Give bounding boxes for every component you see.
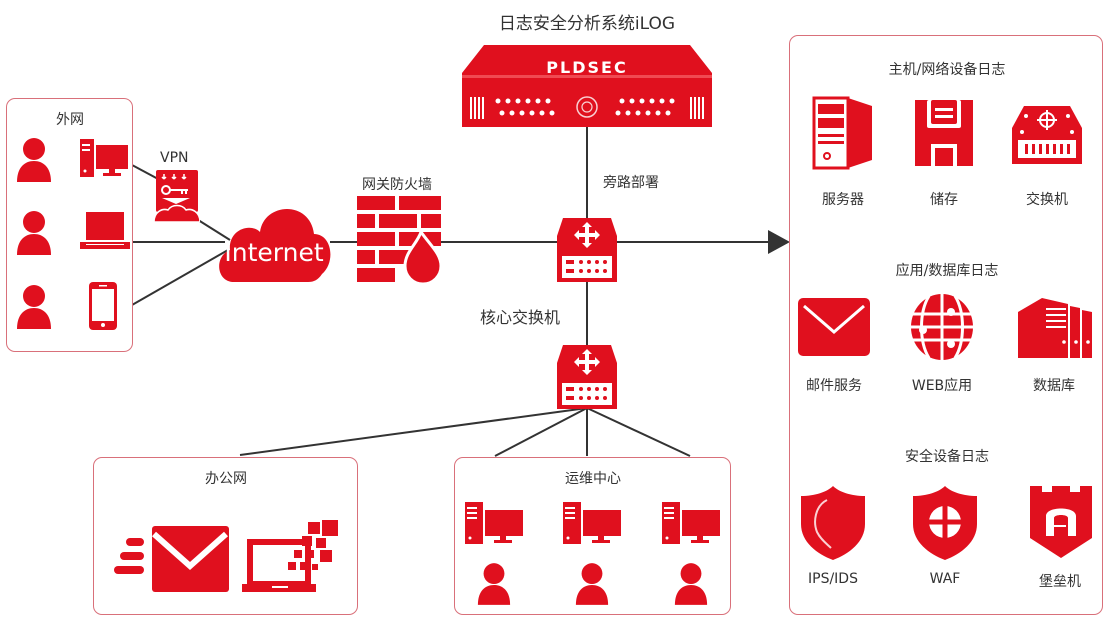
user-icon (17, 211, 51, 255)
desktop-computer-icon (662, 502, 720, 544)
desktop-computer-icon (465, 502, 523, 544)
network-switch-icon (557, 218, 617, 282)
item-label-storage: 储存 (930, 192, 958, 208)
log-appliance-icon (462, 45, 712, 127)
line-desktop-vpn (131, 164, 161, 181)
switch-icon (1012, 106, 1082, 164)
vpn-label: VPN (160, 150, 189, 166)
firewall-icon (357, 196, 441, 284)
web-globe-icon (911, 294, 973, 360)
desktop-computer-icon (80, 139, 128, 177)
database-icon (1018, 298, 1092, 358)
laptop-icon (80, 212, 130, 249)
line-core-office (239, 407, 588, 456)
waf-shield-icon (913, 486, 977, 560)
mail-send-icon (114, 526, 229, 592)
item-label-waf: WAF (929, 571, 961, 587)
office-network-box: 办公网 (93, 457, 358, 615)
group-title-app-db: 应用/数据库日志 (895, 263, 999, 279)
line-core-ops-left (494, 407, 588, 457)
item-label-switch: 交换机 (1026, 192, 1068, 208)
group-title-host-network: 主机/网络设备日志 (888, 62, 1006, 78)
line-core-ops-right (586, 407, 691, 457)
mail-icon (798, 298, 870, 356)
desktop-computer-icon (563, 502, 621, 544)
laptop-data-icon (242, 520, 338, 592)
user-icon (575, 563, 609, 605)
ips-shield-icon (801, 486, 865, 560)
arrow-head-icon (768, 230, 790, 254)
system-title: 日志安全分析系统iLOG (498, 14, 676, 34)
user-icon (17, 285, 51, 329)
group-title-security: 安全设备日志 (905, 449, 989, 465)
server-icon (812, 96, 872, 170)
bastion-host-icon (1030, 486, 1092, 558)
firewall-label: 网关防火墙 (362, 177, 432, 193)
core-switch-label: 核心交换机 (480, 308, 561, 327)
item-label-bastion: 堡垒机 (1039, 574, 1081, 590)
core-switch-icon (557, 345, 617, 409)
line-phone-internet (131, 249, 229, 306)
log-appliance: PLDSEC (462, 45, 712, 127)
user-icon (477, 563, 511, 605)
vpn-icon (154, 170, 200, 222)
log-sources-panel: 主机/网络设备日志 服务器 储存 交换机 应用/数据库日志 邮件服务 WEB应用 (789, 35, 1103, 615)
user-icon (17, 138, 51, 182)
appliance-brand: PLDSEC (546, 58, 628, 77)
item-label-database: 数据库 (1033, 378, 1075, 394)
ops-center-title: 运维中心 (565, 471, 621, 487)
user-icon (674, 563, 708, 605)
line-vpn-internet (194, 217, 231, 241)
office-network-title: 办公网 (205, 471, 247, 487)
internet-label: Internet (224, 238, 324, 267)
item-label-server: 服务器 (822, 192, 864, 208)
item-label-ips-ids: IPS/IDS (808, 571, 858, 587)
storage-icon (915, 100, 973, 166)
cloud-icon (219, 209, 331, 282)
item-label-web: WEB应用 (911, 378, 973, 394)
item-label-mail: 邮件服务 (806, 378, 862, 394)
external-network-title: 外网 (56, 112, 84, 128)
internet-cloud: Internet (214, 196, 334, 284)
bypass-label: 旁路部署 (603, 175, 659, 191)
mobile-phone-icon (89, 282, 117, 330)
